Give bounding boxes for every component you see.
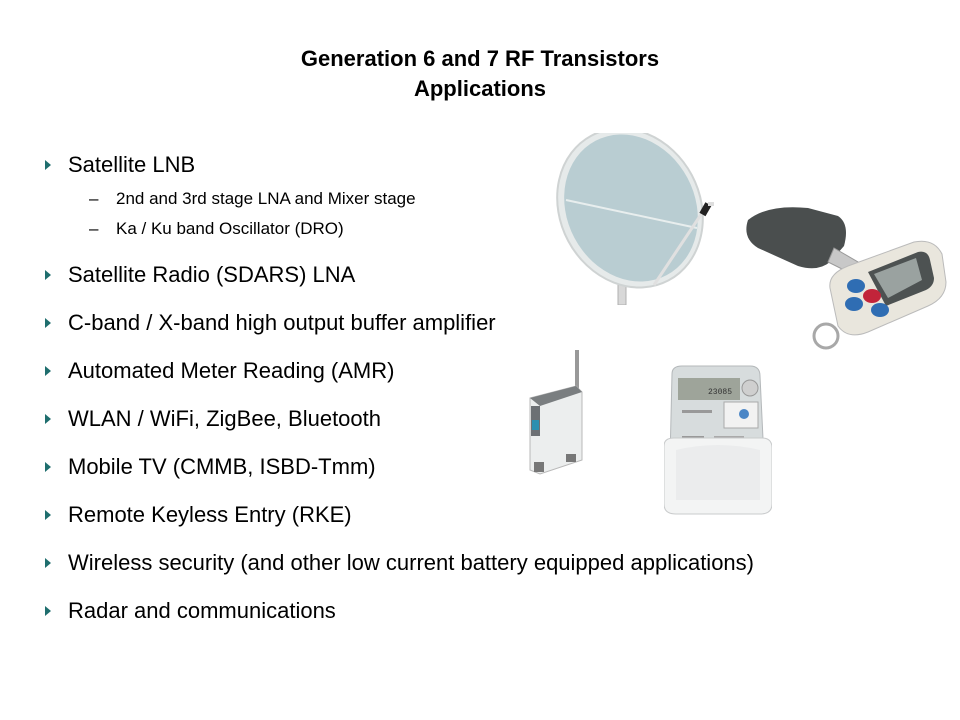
triangle-bullet-icon	[45, 510, 51, 520]
bullet-text: Mobile TV (CMMB, ISBD-Tmm)	[68, 454, 376, 479]
svg-text:23085: 23085	[708, 388, 732, 397]
wireless-router-image	[529, 350, 583, 475]
bullet-text: C-band / X-band high output buffer ampli…	[68, 310, 496, 335]
triangle-bullet-icon	[45, 318, 51, 328]
sub-bullet-text: 2nd and 3rd stage LNA and Mixer stage	[116, 189, 416, 208]
sub-bullet-text: Ka / Ku band Oscillator (DRO)	[116, 219, 344, 238]
dash-bullet-icon: –	[89, 219, 99, 238]
bullet-text: Satellite LNB	[68, 152, 196, 177]
car-key-remote-image	[746, 207, 947, 350]
dash-bullet-icon: –	[89, 189, 99, 208]
triangle-bullet-icon	[45, 558, 51, 568]
triangle-bullet-icon	[45, 366, 51, 376]
electricity-meter-image: 23085	[664, 365, 772, 515]
bullet-text: Remote Keyless Entry (RKE)	[68, 502, 352, 527]
triangle-bullet-icon	[45, 462, 51, 472]
bullet-text: WLAN / WiFi, ZigBee, Bluetooth	[68, 406, 381, 431]
bullet-text: Radar and communications	[68, 598, 336, 623]
triangle-bullet-icon	[45, 414, 51, 424]
title-line-1: Generation 6 and 7 RF Transistors	[300, 46, 660, 71]
bullet-text: Satellite Radio (SDARS) LNA	[68, 262, 356, 287]
triangle-bullet-icon	[45, 160, 51, 170]
triangle-bullet-icon	[45, 270, 51, 280]
triangle-bullet-icon	[45, 606, 51, 616]
bullet-text: Wireless security (and other low current…	[68, 550, 754, 575]
bullet-text: Automated Meter Reading (AMR)	[68, 358, 395, 383]
slide-title: Generation 6 and 7 RF Transistors Applic…	[0, 44, 960, 104]
satellite-dish-image	[556, 133, 714, 305]
title-line-2: Applications	[413, 76, 546, 101]
